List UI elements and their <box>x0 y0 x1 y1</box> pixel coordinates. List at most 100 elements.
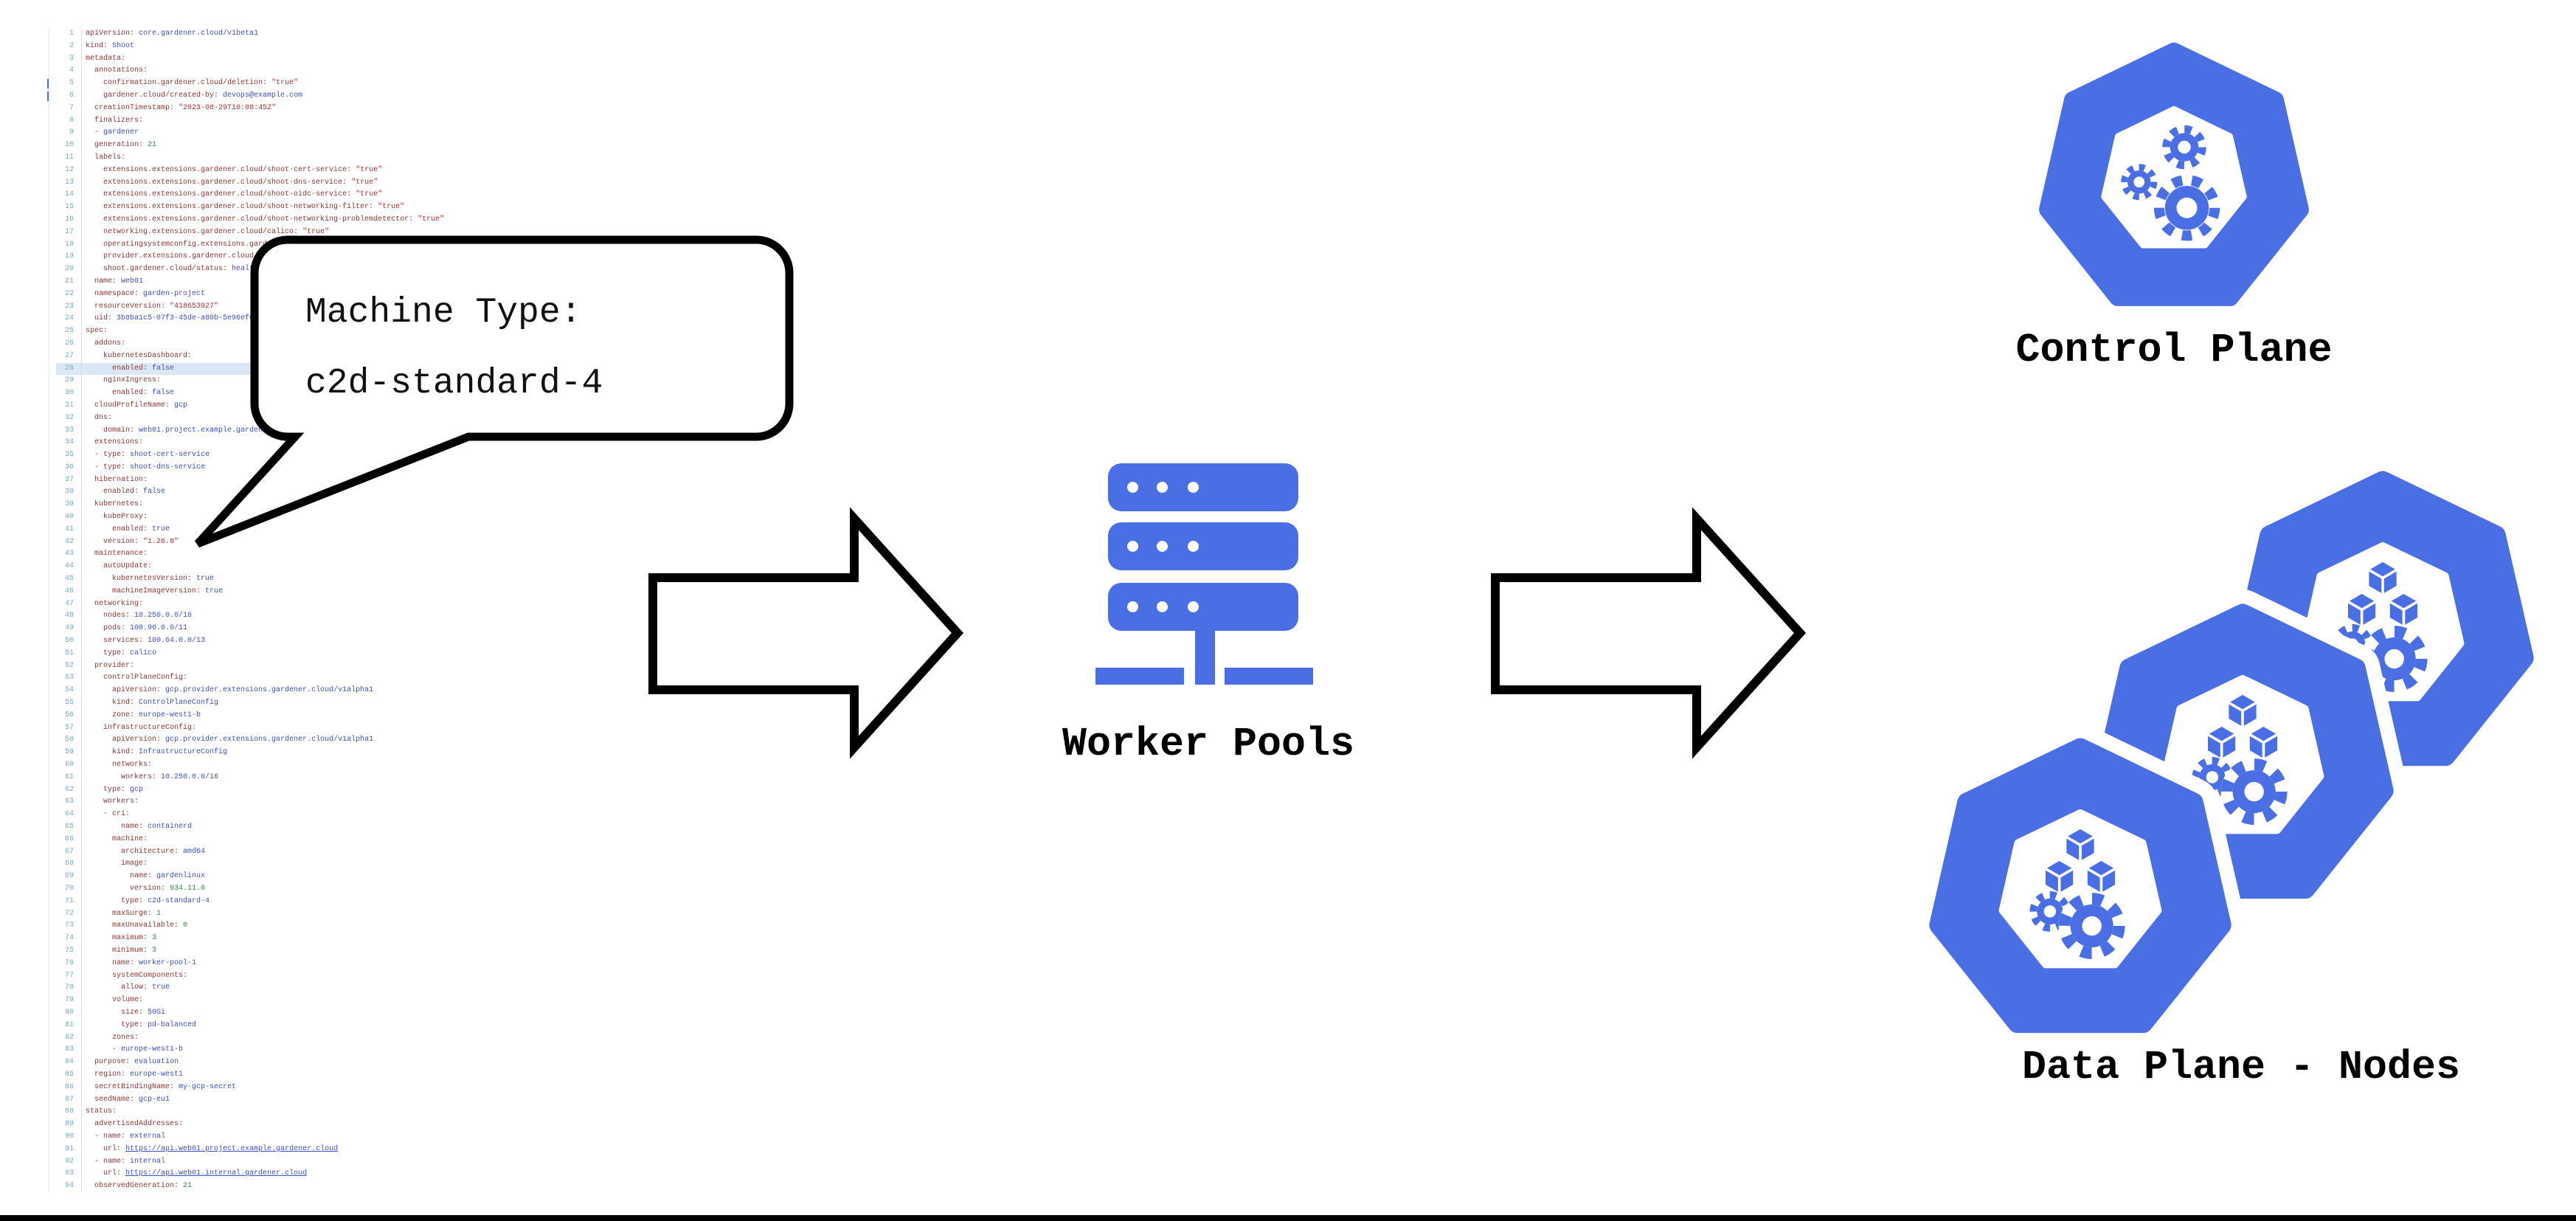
line-number: 56 <box>64 710 74 719</box>
line-number: 23 <box>64 302 74 311</box>
code-line: 39 kubernetes: <box>41 499 558 511</box>
code-line: 35 - type: shoot-cert-service <box>41 449 558 462</box>
code-line: 87 seedName: gcp-eu1 <box>41 1094 558 1107</box>
code-line: 38 enabled: false <box>41 486 558 499</box>
code-line: 37 hibernation: <box>41 474 558 487</box>
line-number: 81 <box>64 1020 74 1029</box>
line-number: 7 <box>69 103 74 112</box>
line-number: 79 <box>64 996 74 1005</box>
line-number: 13 <box>64 178 74 187</box>
code-line: 82 zones: <box>41 1032 558 1045</box>
code-line: 49 pods: 100.96.0.0/11 <box>41 623 558 635</box>
line-number: 17 <box>64 227 74 236</box>
server-base-right <box>1225 668 1313 685</box>
line-number: 31 <box>64 401 74 409</box>
code-line: 85 region: europe-west1 <box>41 1069 558 1082</box>
line-number: 93 <box>64 1169 74 1178</box>
line-number: 33 <box>64 426 74 435</box>
server-base-left <box>1095 668 1184 685</box>
line-number: 60 <box>64 761 74 769</box>
line-number: 43 <box>64 550 74 558</box>
code-line: 55 kind: ControlPlaneConfig <box>41 697 558 710</box>
server-led <box>1188 541 1199 552</box>
line-number: 27 <box>64 351 74 360</box>
line-number: 85 <box>64 1070 74 1079</box>
server-row <box>1108 583 1298 631</box>
line-number: 42 <box>64 537 74 546</box>
line-number: 35 <box>64 451 74 460</box>
line-number: 77 <box>64 971 74 980</box>
server-base-mid <box>1195 668 1215 685</box>
code-line: 77 systemComponents: <box>41 970 558 983</box>
code-line: 69 name: gardenlinux <box>41 871 558 883</box>
line-number: 88 <box>64 1107 74 1116</box>
line-number: 5 <box>69 79 74 88</box>
line-number: 94 <box>64 1182 74 1191</box>
line-number: 49 <box>64 624 74 633</box>
code-line: 57 infrastructureConfig: <box>41 722 558 735</box>
code-line: 63 workers: <box>41 796 558 809</box>
line-number: 63 <box>64 798 74 806</box>
code-line: 60 networks: <box>41 759 558 772</box>
worker-pools-label: Worker Pools <box>1062 721 1355 767</box>
line-number: 44 <box>64 562 74 571</box>
line-number: 58 <box>64 736 74 744</box>
line-number: 55 <box>64 699 74 708</box>
code-line: 21 name: web01 <box>41 276 558 288</box>
code-line: 12 extensions.extensions.gardener.cloud/… <box>41 165 558 177</box>
flow-arrow-1 <box>648 507 964 759</box>
code-line: 90 - name: external <box>41 1131 558 1144</box>
code-line: 83 - europe-west1-b <box>41 1044 558 1056</box>
line-number: 14 <box>64 190 74 199</box>
code-line: 24 uid: 3b8ba1c5-07f3-45de-a80b-5e96ef6e… <box>41 313 558 325</box>
line-number: 36 <box>64 463 74 471</box>
line-number: 32 <box>64 413 74 422</box>
line-number: 82 <box>64 1033 74 1042</box>
code-line: 54 apiVersion: gcp.provider.extensions.g… <box>41 685 558 697</box>
code-line: 42 version: "1.26.8" <box>41 536 558 549</box>
line-number: 74 <box>64 934 74 943</box>
code-line: 50 services: 100.64.0.0/13 <box>41 635 558 648</box>
code-line: 91 url: https://api.web01.project.exampl… <box>41 1144 558 1156</box>
code-line: 8 finalizers: <box>41 115 558 128</box>
line-number: 9 <box>69 128 74 137</box>
line-number: 37 <box>64 475 74 484</box>
code-line: 14 extensions.extensions.gardener.cloud/… <box>41 189 558 201</box>
line-number: 40 <box>64 513 74 522</box>
code-line: 6 gardener.cloud/created-by: devops@exam… <box>41 90 558 103</box>
code-line: 15 extensions.extensions.gardener.cloud/… <box>41 201 558 214</box>
line-number: 24 <box>64 314 74 323</box>
line-number: 25 <box>64 327 74 336</box>
code-line: 79 volume: <box>41 995 558 1007</box>
code-line: 9 - gardener <box>41 127 558 139</box>
code-line: 61 workers: 10.250.0.0/16 <box>41 772 558 784</box>
frame-bottom-border <box>0 1215 2576 1221</box>
server-led <box>1157 482 1168 493</box>
line-number: 51 <box>64 648 74 657</box>
code-line: 53 controlPlaneConfig: <box>41 672 558 685</box>
line-number: 45 <box>64 575 74 584</box>
code-line: 92 - name: internal <box>41 1156 558 1169</box>
flow-arrow-2 <box>1491 507 1807 759</box>
line-number: 6 <box>69 91 74 100</box>
line-number: 86 <box>64 1082 74 1091</box>
line-number: 10 <box>64 141 74 150</box>
control-plane-icon <box>2019 26 2329 336</box>
line-number: 47 <box>64 599 74 608</box>
line-number: 52 <box>64 661 74 670</box>
code-line: 36 - type: shoot-dns-service <box>41 462 558 474</box>
code-line: 40 kubeProxy: <box>41 511 558 524</box>
code-line: 27 kubernetesDashboard: <box>41 350 558 363</box>
code-line: 41 enabled: true <box>41 524 558 536</box>
code-line: 31 cloudProfileName: gcp <box>41 400 558 412</box>
line-number: 64 <box>64 810 74 819</box>
code-line: 72 maxSurge: 1 <box>41 908 558 921</box>
line-number: 83 <box>64 1045 74 1054</box>
code-line: 4 annotations: <box>41 65 558 77</box>
line-number: 73 <box>64 921 74 930</box>
